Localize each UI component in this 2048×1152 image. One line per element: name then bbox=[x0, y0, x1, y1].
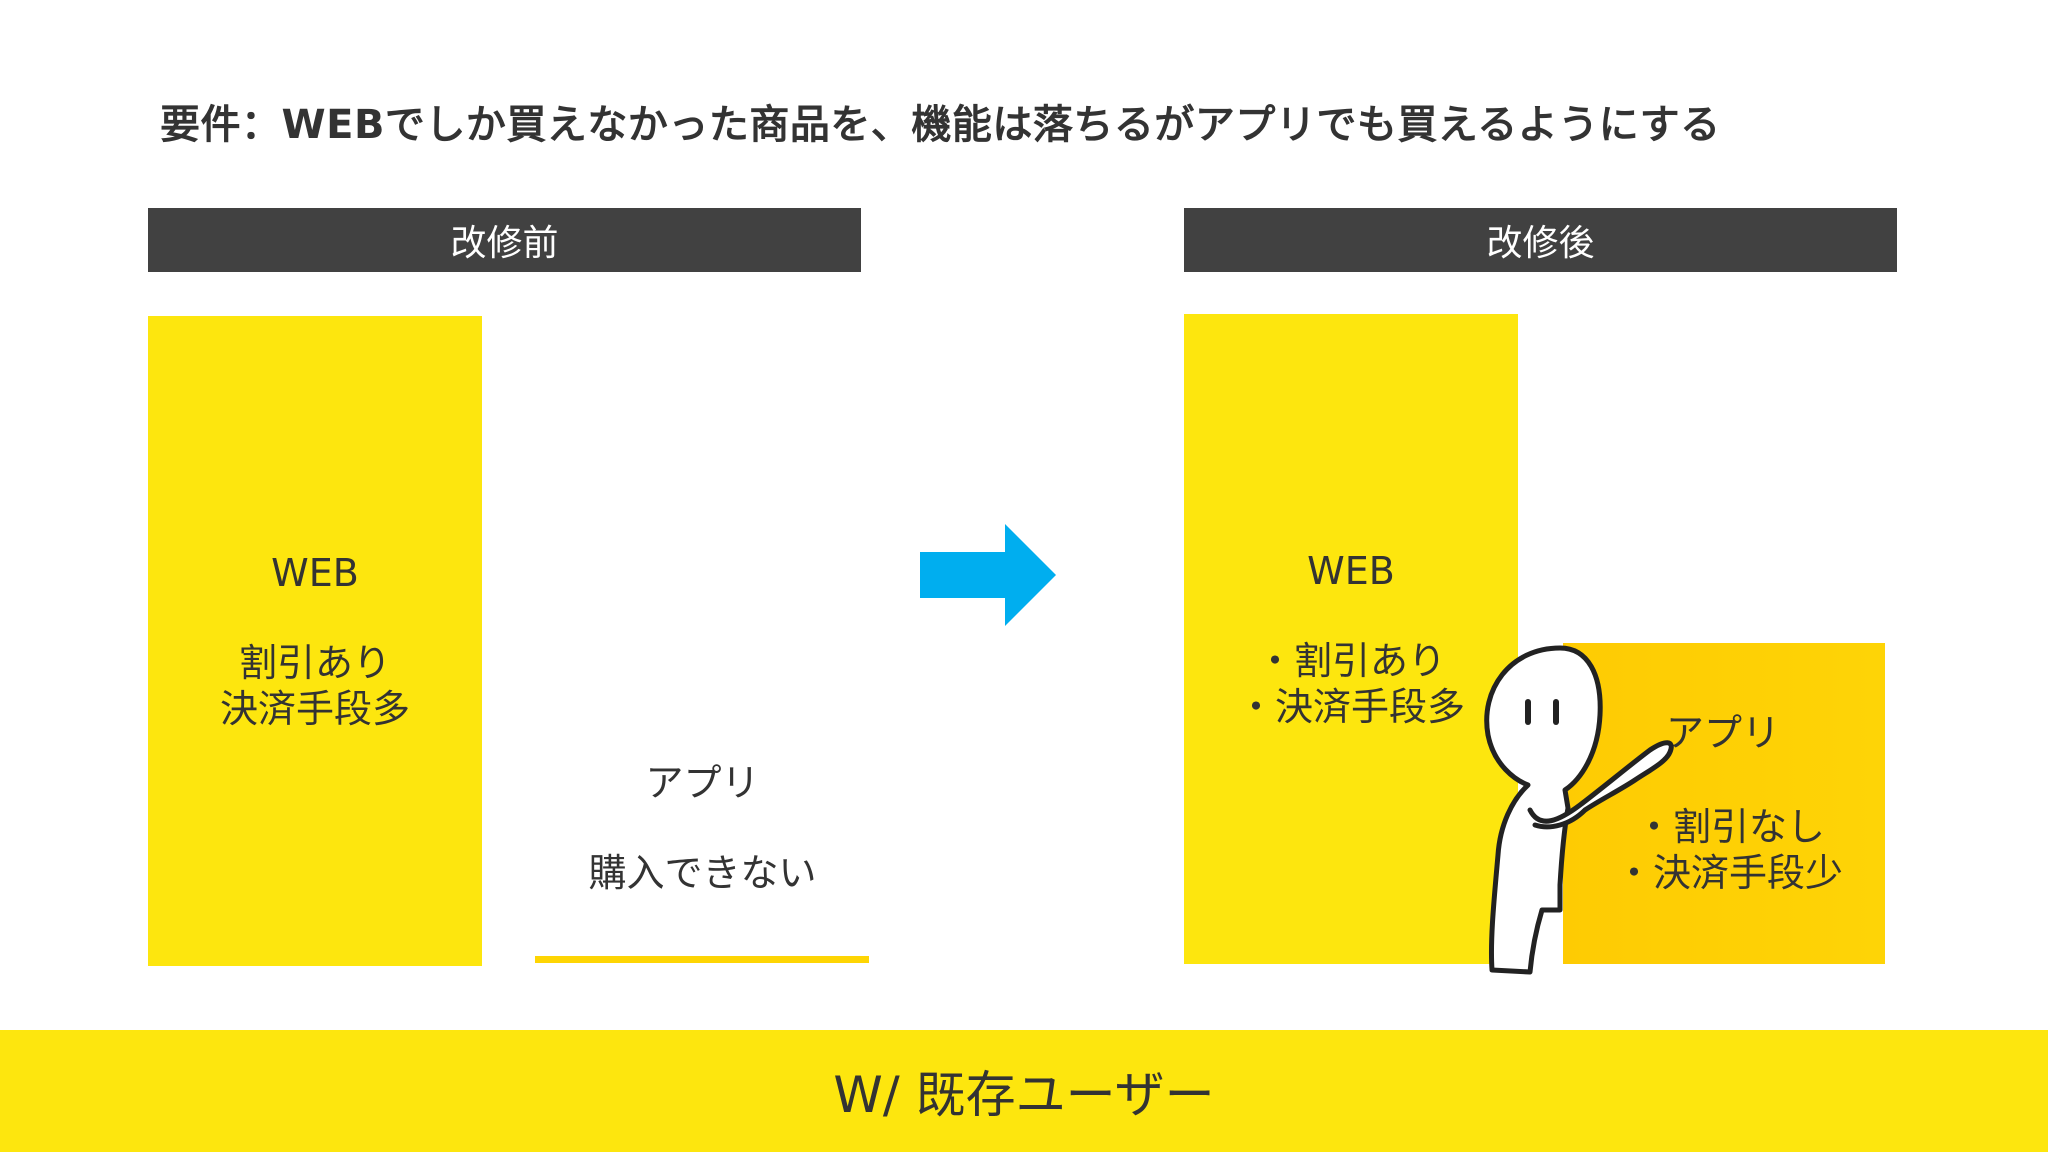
requirement-heading: 要件：WEBでしか買えなかった商品を、機能は落ちるがアプリでも買えるようにする bbox=[160, 102, 1721, 148]
after-web-title: WEB bbox=[1307, 549, 1395, 593]
before-web-line: 決済手段多 bbox=[219, 687, 410, 731]
before-app-bar bbox=[535, 956, 869, 963]
before-web-line: 割引あり bbox=[238, 641, 391, 685]
after-web-line: ・割引あり bbox=[1255, 639, 1446, 683]
after-app-line: ・決済手段少 bbox=[1615, 851, 1844, 895]
before-web-title: WEB bbox=[271, 551, 359, 595]
footer-banner: W/ 既存ユーザー bbox=[0, 1030, 2048, 1152]
after-app-title: アプリ bbox=[1666, 711, 1781, 755]
after-web-block: WEB ・割引あり ・決済手段多 bbox=[1184, 314, 1518, 964]
after-web-line: ・決済手段多 bbox=[1236, 685, 1465, 729]
right-arrow-icon bbox=[920, 524, 1056, 626]
before-header: 改修前 bbox=[148, 208, 861, 272]
pointing-character-illustration bbox=[1484, 645, 1674, 975]
after-app-line: ・割引なし bbox=[1635, 805, 1826, 849]
after-app-block bbox=[1563, 643, 1885, 964]
after-header: 改修後 bbox=[1184, 208, 1897, 272]
before-web-block: WEB 割引あり 決済手段多 bbox=[148, 316, 482, 966]
after-app-items: ・割引なし ・決済手段少 bbox=[1615, 804, 1843, 896]
before-app-title: アプリ bbox=[645, 761, 760, 805]
before-app-note: 購入できない bbox=[588, 851, 817, 895]
before-app-text: アプリ 購入できない bbox=[535, 760, 870, 896]
